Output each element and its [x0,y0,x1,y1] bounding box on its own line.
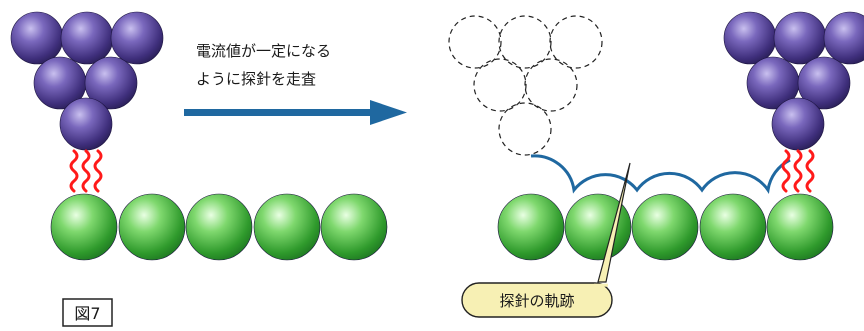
sample-atom [50,193,118,261]
sample-atom [699,193,767,261]
probe-atom [773,11,827,65]
tunnel-current-wave [81,149,91,193]
sample-atom [497,193,565,261]
left-sample-surface [50,193,388,261]
trajectory-label: 探針の軌跡 [499,292,574,310]
probe-atom [60,11,114,65]
right-tunnel-current [781,149,815,193]
tunnel-current-wave [69,149,79,193]
probe-atom [59,97,113,151]
previous-probe-position [448,15,603,156]
ghost-atom [549,15,603,69]
tunnel-current-wave [805,149,815,193]
probe-atom [84,56,138,110]
left-probe-tip [10,11,164,151]
arrow-caption-line-1: 電流値が一定になる [196,42,331,60]
ghost-atom [448,15,502,69]
figure-label: 図7 [74,304,100,323]
probe-atom [797,56,851,110]
probe-atom [723,11,777,65]
probe-atom [823,11,864,65]
tunnel-current-wave [781,149,791,193]
probe-atom [771,97,825,151]
trajectory-callout: 探針の軌跡 [461,162,631,318]
probe-atom [10,11,64,65]
sample-atom [253,193,321,261]
sample-atom [320,193,388,261]
right-sample-surface [497,193,834,261]
sample-atom [185,193,253,261]
sample-atom [631,193,699,261]
probe-atom [110,11,164,65]
ghost-atom [524,58,578,112]
ghost-atom [498,15,552,69]
tunnel-current-wave [793,149,803,193]
right-probe-tip [723,11,864,151]
sample-atom [564,193,632,261]
figure-number: 図7 [62,298,113,327]
left-tunnel-current [69,149,103,193]
arrow-caption-line-2: ように探針を走査 [196,70,316,88]
probe-trajectory [530,154,791,194]
sample-atom [766,193,834,261]
scan-arrow [184,100,407,125]
ghost-atom [498,102,552,156]
sample-atom [118,193,186,261]
ghost-atom [473,58,527,112]
tunnel-current-wave [93,149,103,193]
